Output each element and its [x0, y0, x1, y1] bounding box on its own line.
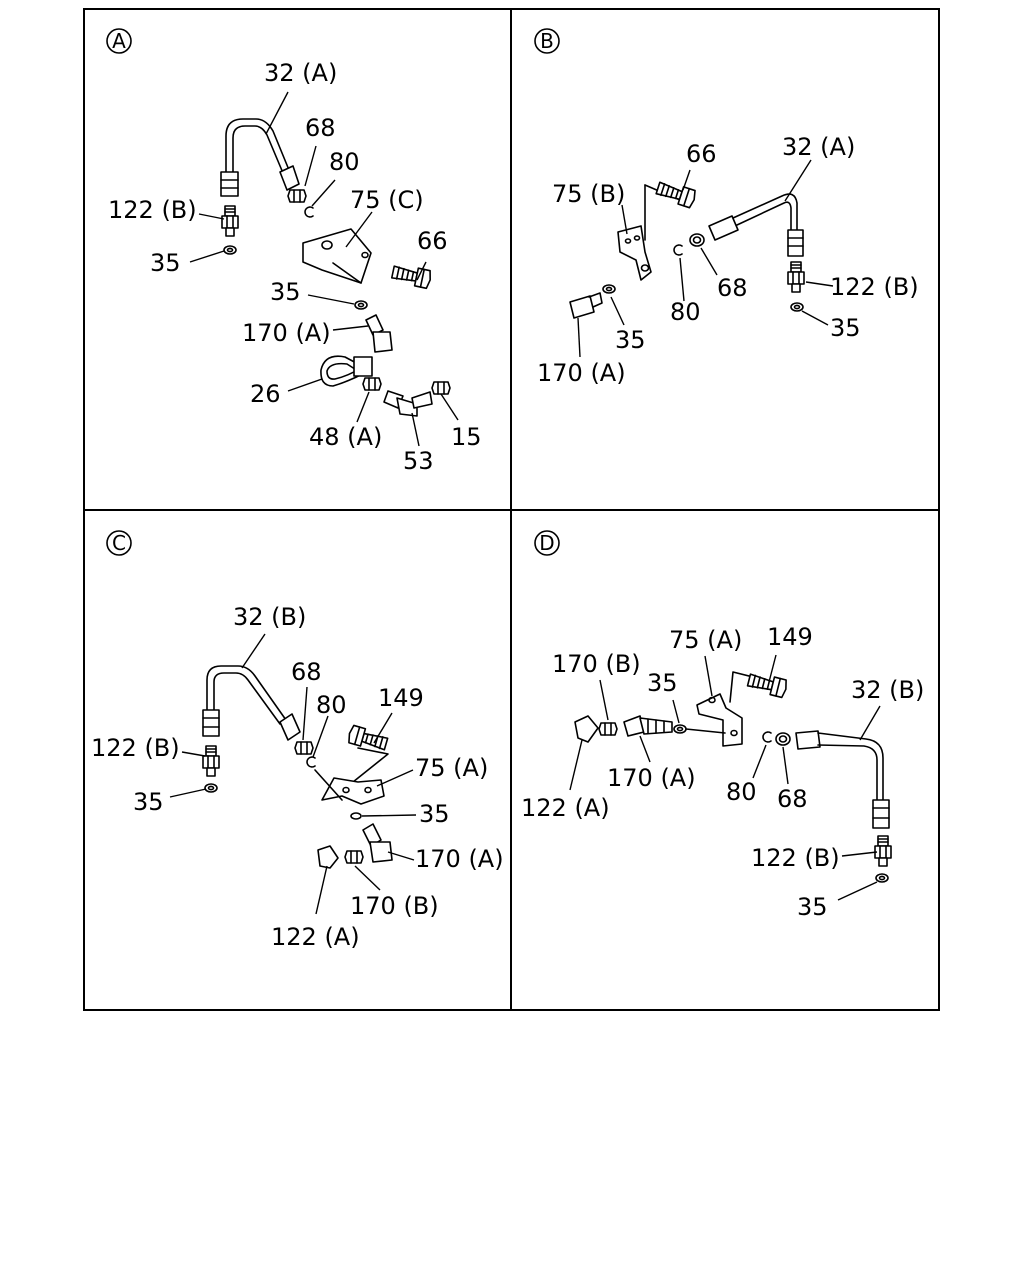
panel-c-label-68: 68: [291, 658, 322, 686]
panel-b-marker: B: [534, 28, 560, 54]
panel-a-label-35-top: 35: [150, 249, 181, 277]
panel-a-label-48a: 48 (A): [309, 423, 382, 451]
panel-d-label-170b: 170 (B): [552, 650, 641, 678]
panel-b: B: [534, 28, 919, 387]
panel-a-label-15: 15: [451, 423, 482, 451]
panel-d-label-122a: 122 (A): [521, 794, 610, 822]
panel-d-label-75a: 75 (A): [669, 626, 742, 654]
panel-c-marker: C: [106, 530, 132, 556]
panel-c: C: [91, 530, 504, 951]
panel-a-label-75c: 75 (C): [350, 186, 424, 214]
panel-c-label-149: 149: [378, 684, 424, 712]
panel-c-label-35-left: 35: [133, 788, 164, 816]
panel-b-marker-text: B: [540, 29, 554, 53]
panel-b-label-122b: 122 (B): [830, 273, 919, 301]
panel-c-label-35-right: 35: [419, 800, 450, 828]
panel-a-leaders: [189, 91, 459, 447]
panel-c-parts: [202, 665, 393, 869]
panel-c-label-122b: 122 (B): [91, 734, 180, 762]
panel-d-marker: D: [534, 530, 560, 556]
panel-d-label-122b: 122 (B): [751, 844, 840, 872]
panel-c-marker-text: C: [112, 531, 126, 555]
panel-a-marker-text: A: [112, 29, 126, 53]
panel-c-label-32b: 32 (B): [233, 603, 306, 631]
panel-d-marker-text: D: [539, 531, 554, 555]
panel-a-parts: [220, 118, 451, 417]
panel-a-label-26: 26: [250, 380, 281, 408]
panel-b-label-66: 66: [686, 140, 717, 168]
panel-a-label-32a: 32 (A): [264, 59, 337, 87]
panel-a-label-66: 66: [417, 227, 448, 255]
panel-b-parts: [569, 178, 805, 319]
panel-a-label-35-mid: 35: [270, 278, 301, 306]
panel-a-label-122b: 122 (B): [108, 196, 197, 224]
panel-d-label-170a: 170 (A): [607, 764, 696, 792]
panel-a-label-53: 53: [403, 447, 434, 475]
panel-d-label-35-left: 35: [647, 669, 678, 697]
panel-c-label-122a: 122 (A): [271, 923, 360, 951]
panel-c-leaders: [169, 633, 417, 915]
panel-d-label-68: 68: [777, 785, 808, 813]
panel-d-label-35-right: 35: [797, 893, 828, 921]
panel-b-leaders: [577, 159, 834, 358]
panel-b-label-68: 68: [717, 274, 748, 302]
panel-a: A: [106, 28, 482, 475]
panel-d-label-32b: 32 (B): [851, 676, 924, 704]
panel-d-label-80: 80: [726, 778, 757, 806]
panel-a-label-68: 68: [305, 114, 336, 142]
panel-b-label-35-left: 35: [615, 326, 646, 354]
panel-b-label-80: 80: [670, 298, 701, 326]
panel-a-marker: A: [106, 28, 132, 54]
panel-d-leaders: [569, 654, 881, 901]
panel-d-parts: [574, 670, 892, 883]
panel-c-label-75a: 75 (A): [415, 754, 488, 782]
panel-a-label-80: 80: [329, 148, 360, 176]
panel-b-label-75b: 75 (B): [552, 180, 625, 208]
panel-b-label-170a: 170 (A): [537, 359, 626, 387]
panel-b-label-35-right: 35: [830, 314, 861, 342]
panel-a-label-170a: 170 (A): [242, 319, 331, 347]
panel-c-label-170b: 170 (B): [350, 892, 439, 920]
panel-d: D: [521, 530, 924, 921]
panel-c-label-80: 80: [316, 691, 347, 719]
panel-d-label-149: 149: [767, 623, 813, 651]
panel-c-label-170a: 170 (A): [415, 845, 504, 873]
panel-b-label-32a: 32 (A): [782, 133, 855, 161]
